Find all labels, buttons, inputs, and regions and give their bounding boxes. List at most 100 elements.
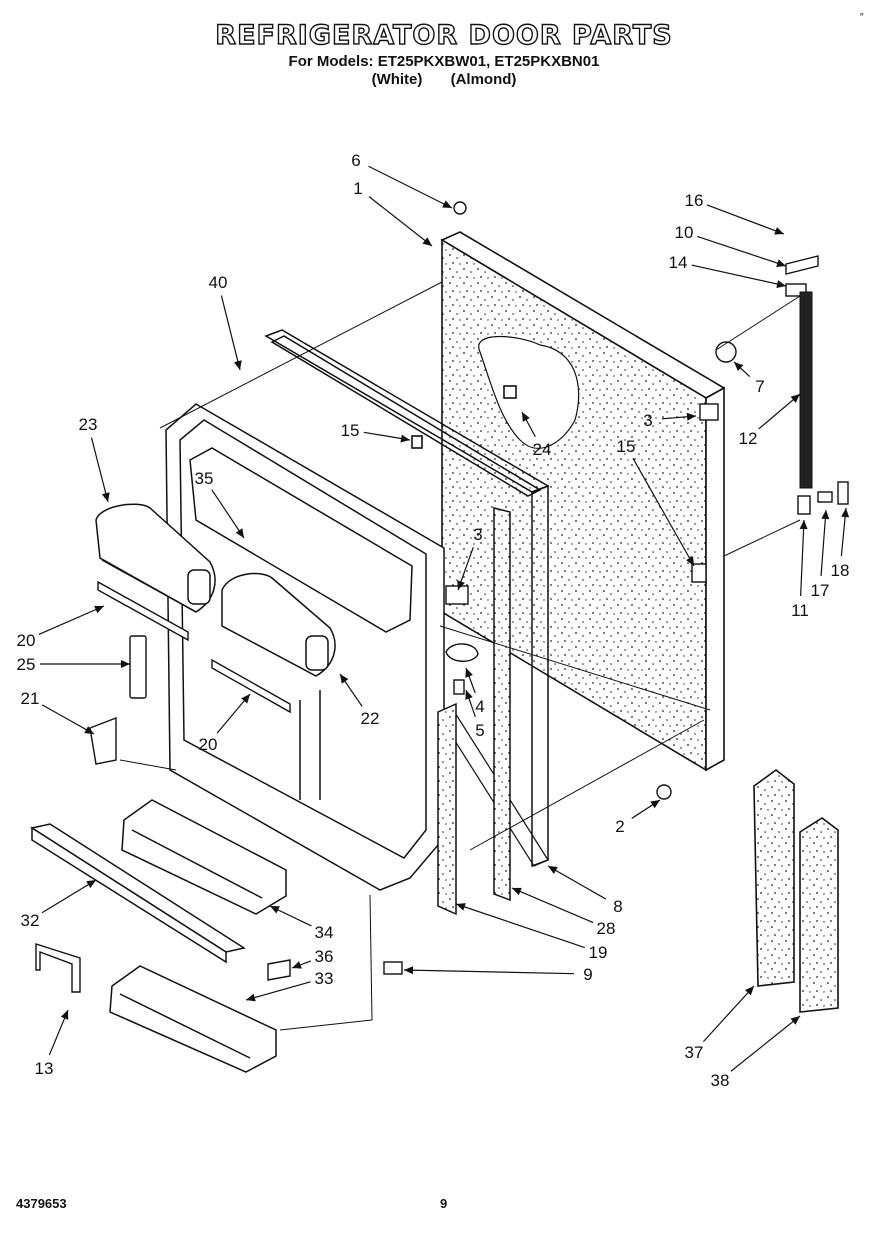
part-callout-12: 12 xyxy=(739,393,801,448)
corner-mark: ″ xyxy=(860,12,864,23)
leader-arrowhead xyxy=(233,360,242,370)
part-callout-5: 5 xyxy=(465,689,485,740)
page-number: 9 xyxy=(440,1196,448,1211)
document-number: 4379653 xyxy=(16,1196,67,1211)
part-callout-36: 36 xyxy=(291,947,333,969)
leader-line xyxy=(706,204,785,235)
part-callout-11: 11 xyxy=(791,519,809,620)
leader-arrowhead xyxy=(235,528,244,538)
part-number-label: 23 xyxy=(79,415,98,434)
leader-line xyxy=(800,519,805,597)
leader-line xyxy=(245,981,311,1001)
leader-arrowhead xyxy=(774,227,784,235)
bottom-shelf-rail xyxy=(30,823,246,964)
part-callout-35: 35 xyxy=(195,469,245,539)
leader-arrowhead xyxy=(101,492,110,502)
part-number-label: 40 xyxy=(209,273,228,292)
leader-line xyxy=(220,295,241,371)
part-number-label: 35 xyxy=(195,469,214,488)
leader-arrowhead xyxy=(790,394,800,403)
leader-line xyxy=(211,489,245,539)
leader-line xyxy=(455,903,585,949)
part-number-label: 12 xyxy=(739,429,758,448)
part-number-label: 10 xyxy=(675,223,694,242)
leader-line xyxy=(38,605,105,635)
part-callout-24: 24 xyxy=(521,411,552,459)
part-callout-6: 6 xyxy=(351,151,453,209)
part-callout-13: 13 xyxy=(35,1009,69,1078)
leader-arrowhead xyxy=(799,520,808,530)
part-number-label: 8 xyxy=(613,897,622,916)
leader-line xyxy=(511,887,594,924)
leader-line xyxy=(41,879,97,914)
part-callout-3: 3 xyxy=(457,525,483,591)
color-variants: (White) (Almond) xyxy=(0,71,888,88)
part-callout-1: 1 xyxy=(353,179,433,247)
part-number-label: 20 xyxy=(199,735,218,754)
part-number-label: 7 xyxy=(755,377,764,396)
part-callout-7: 7 xyxy=(733,361,765,396)
part-callout-32: 32 xyxy=(21,879,97,930)
shelf-trims xyxy=(97,580,291,714)
part-callout-14: 14 xyxy=(669,253,787,288)
part-callout-25: 25 xyxy=(17,655,130,674)
leader-arrowhead xyxy=(270,906,280,914)
part-callout-23: 23 xyxy=(79,415,110,503)
leader-arrowhead xyxy=(340,674,349,684)
part-callout-38: 38 xyxy=(711,1015,801,1090)
color-white-label: (White) xyxy=(371,71,423,88)
part-callout-15: 15 xyxy=(341,421,411,443)
part-number-label: 3 xyxy=(473,525,482,544)
leader-arrowhead xyxy=(744,986,754,996)
part-callout-3: 3 xyxy=(643,411,697,430)
leader-line xyxy=(691,264,787,287)
leader-arrowhead xyxy=(776,280,786,288)
part-number-label: 22 xyxy=(361,709,380,728)
part-number-label: 20 xyxy=(17,631,36,650)
part-callout-2: 2 xyxy=(615,799,661,836)
part-number-label: 34 xyxy=(315,923,334,942)
leader-line xyxy=(730,1015,801,1072)
part-callout-34: 34 xyxy=(269,905,334,942)
leader-arrowhead xyxy=(94,605,104,614)
leader-arrowhead xyxy=(821,510,830,520)
part-callout-28: 28 xyxy=(511,887,616,938)
part-callout-4: 4 xyxy=(465,667,485,716)
part-number-label: 13 xyxy=(35,1059,54,1078)
part-number-label: 24 xyxy=(533,440,552,459)
leader-arrowhead xyxy=(246,993,256,1002)
leader-arrowhead xyxy=(60,1010,69,1020)
part-callout-18: 18 xyxy=(831,507,849,580)
leader-arrowhead xyxy=(400,434,410,443)
leader-arrowhead xyxy=(86,880,96,889)
leader-arrowhead xyxy=(457,580,465,590)
page-title: REFRIGERATOR DOOR PARTS xyxy=(215,19,673,51)
part-callout-21: 21 xyxy=(21,689,95,735)
leader-arrowhead xyxy=(422,237,432,246)
part-number-label: 16 xyxy=(685,191,704,210)
part-number-label: 37 xyxy=(685,1043,704,1062)
leader-line xyxy=(368,165,453,209)
leader-arrowhead xyxy=(84,726,94,734)
leader-arrowhead xyxy=(512,887,522,896)
leader-arrowhead xyxy=(734,362,744,372)
part-number-label: 28 xyxy=(597,919,616,938)
part-callout-10: 10 xyxy=(675,223,787,267)
part-number-label: 15 xyxy=(341,421,360,440)
part-number-label: 33 xyxy=(315,969,334,988)
leader-line xyxy=(697,235,787,267)
side-trim-strips xyxy=(437,507,511,916)
part-number-label: 6 xyxy=(351,151,360,170)
part-number-label: 21 xyxy=(21,689,40,708)
part-callout-16: 16 xyxy=(685,191,785,235)
part-number-label: 17 xyxy=(811,581,830,600)
leader-arrowhead xyxy=(790,1016,800,1025)
upper-door-bin xyxy=(95,503,216,613)
leader-line xyxy=(632,457,695,567)
trim-panels-37-38 xyxy=(753,768,839,1013)
part-callout-33: 33 xyxy=(245,969,334,1002)
part-callout-17: 17 xyxy=(811,509,830,600)
assembly-lines xyxy=(119,281,801,1031)
